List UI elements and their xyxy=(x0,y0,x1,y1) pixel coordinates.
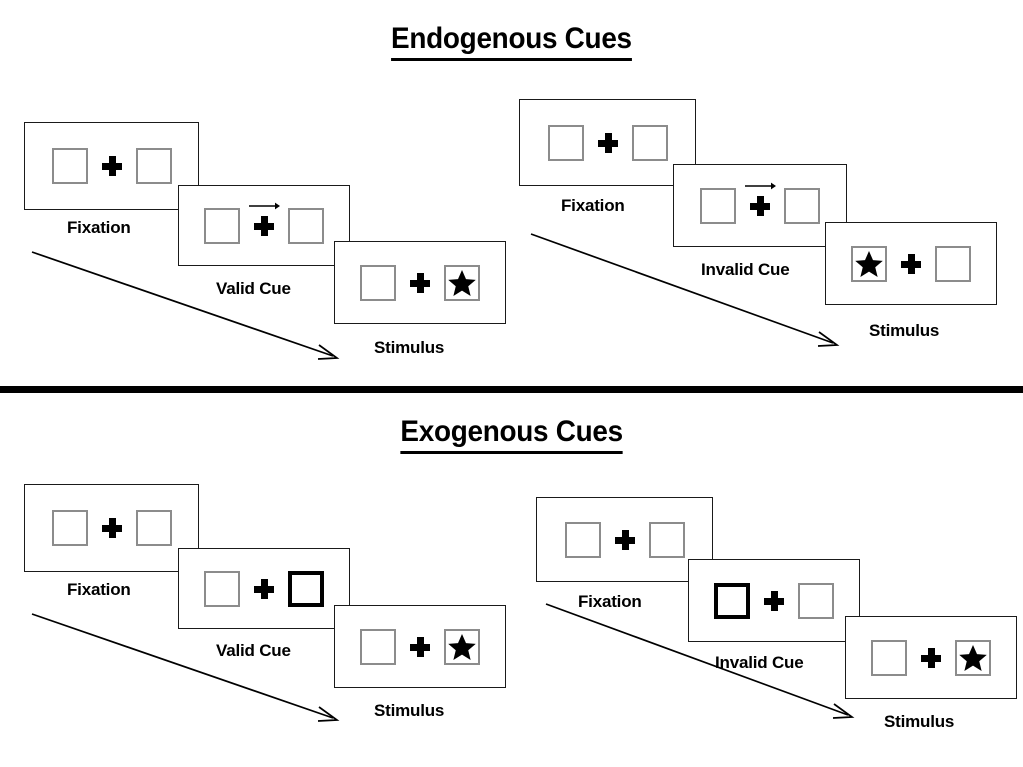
cued-box-left xyxy=(714,582,750,619)
stage-caption-exogenous-invalid-stimulus: Stimulus xyxy=(884,712,955,731)
fixation-cross-icon xyxy=(901,253,921,274)
section-title-endogenous: Endogenous Cues xyxy=(0,22,1023,61)
placeholder-box-right xyxy=(935,245,971,282)
star-icon xyxy=(855,250,883,277)
fixation-cross-icon xyxy=(764,590,784,611)
trial-frame-endogenous-valid-fixation xyxy=(24,122,199,210)
placeholder-box-right xyxy=(135,510,172,546)
section-title-exogenous: Exogenous Cues xyxy=(0,415,1023,454)
placeholder-box-right xyxy=(784,187,820,224)
trial-frame-exogenous-invalid-fixation xyxy=(536,497,713,582)
stage-caption-exogenous-invalid-cue: Invalid Cue xyxy=(715,653,804,672)
placeholder-box-right xyxy=(444,264,480,301)
cued-box-right xyxy=(288,570,324,607)
placeholder-box-right xyxy=(955,639,991,676)
stage-caption-exogenous-invalid-fixation: Fixation xyxy=(578,592,642,611)
stage-caption-exogenous-valid-fixation: Fixation xyxy=(67,580,131,599)
fixation-cross-icon xyxy=(254,215,274,236)
placeholder-box-left xyxy=(204,207,240,244)
fixation-cross-icon xyxy=(921,647,941,668)
fixation-cross-icon xyxy=(101,518,122,538)
placeholder-box-right xyxy=(444,628,480,665)
trial-frame-endogenous-valid-stimulus xyxy=(334,241,506,324)
section-title-exogenous-text: Exogenous Cues xyxy=(400,415,623,454)
placeholder-box-left xyxy=(564,521,601,558)
arrow-right-icon xyxy=(745,182,776,189)
section-divider xyxy=(0,386,1023,393)
fixation-cross-icon xyxy=(254,578,274,599)
fixation-cross-icon xyxy=(614,529,635,550)
trial-frame-exogenous-valid-cue xyxy=(178,548,350,629)
fixation-cross-icon xyxy=(410,272,430,293)
star-icon xyxy=(448,633,476,660)
stage-caption-endogenous-valid-stimulus: Stimulus xyxy=(374,338,445,357)
trial-frame-endogenous-valid-cue xyxy=(178,185,350,266)
stage-caption-endogenous-invalid-fixation: Fixation xyxy=(561,196,625,215)
fixation-cross-icon xyxy=(101,156,122,176)
trial-frame-exogenous-invalid-cue xyxy=(688,559,860,642)
stage-caption-endogenous-valid-cue: Valid Cue xyxy=(216,279,291,298)
placeholder-box-left xyxy=(871,639,907,676)
stage-caption-exogenous-valid-cue: Valid Cue xyxy=(216,641,291,660)
trial-frame-endogenous-invalid-cue xyxy=(673,164,847,247)
placeholder-box-left xyxy=(547,124,584,161)
placeholder-box-left xyxy=(700,187,736,224)
placeholder-box-left xyxy=(851,245,887,282)
placeholder-box-left xyxy=(360,628,396,665)
stage-caption-exogenous-valid-stimulus: Stimulus xyxy=(374,701,445,720)
trial-frame-endogenous-invalid-fixation xyxy=(519,99,696,186)
placeholder-box-left xyxy=(51,148,88,184)
placeholder-box-right xyxy=(135,148,172,184)
trial-frame-exogenous-valid-stimulus xyxy=(334,605,506,688)
section-title-endogenous-text: Endogenous Cues xyxy=(391,22,632,61)
trial-frame-exogenous-invalid-stimulus xyxy=(845,616,1017,699)
trial-frame-endogenous-invalid-stimulus xyxy=(825,222,997,305)
placeholder-box-left xyxy=(204,570,240,607)
stage-caption-endogenous-invalid-cue: Invalid Cue xyxy=(701,260,790,279)
placeholder-box-right xyxy=(648,521,685,558)
placeholder-box-right xyxy=(288,207,324,244)
time-flow-arrow-endogenous-invalid xyxy=(530,233,840,347)
placeholder-box-right xyxy=(798,582,834,619)
star-icon xyxy=(448,269,476,296)
arrow-right-icon xyxy=(249,202,280,209)
placeholder-box-left xyxy=(51,510,88,546)
stage-caption-endogenous-invalid-stimulus: Stimulus xyxy=(869,321,940,340)
placeholder-box-left xyxy=(360,264,396,301)
fixation-cross-icon xyxy=(410,636,430,657)
fixation-cross-icon xyxy=(597,132,618,153)
stage-caption-endogenous-valid-fixation: Fixation xyxy=(67,218,131,237)
star-icon xyxy=(959,644,987,671)
placeholder-box-right xyxy=(631,124,668,161)
fixation-cross-icon xyxy=(750,195,770,216)
trial-frame-exogenous-valid-fixation xyxy=(24,484,199,572)
